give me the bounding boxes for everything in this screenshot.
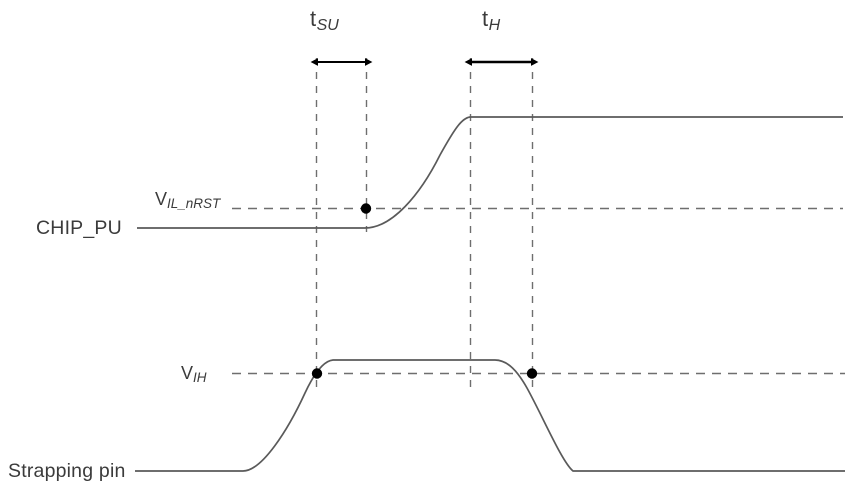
timing-label-tsu-subscript: SU (316, 17, 339, 34)
timing-label-th-subscript: H (488, 17, 501, 34)
signal-label-strapping-pin: Strapping pin (8, 460, 126, 482)
threshold-label-vil-subscript: IL_nRST (167, 196, 221, 211)
vertical-guides (315, 58, 534, 388)
marker-strapping-fall-vih-crossing (526, 368, 538, 379)
timing-label-th-base: t (482, 6, 489, 31)
waveform-strapping-pin (135, 359, 845, 472)
marker-strapping-rise-vih-crossing (311, 368, 323, 379)
threshold-label-vil-nrst: VIL_nRST (155, 189, 221, 211)
threshold-label-vih-subscript: IH (193, 370, 207, 385)
threshold-lines (232, 207, 845, 375)
threshold-label-vih-base: V (181, 363, 194, 383)
signal-label-chip-pu: CHIP_PU (36, 217, 122, 239)
timing-label-tsu-base: t (310, 6, 317, 31)
crossing-markers (311, 203, 538, 379)
waveform-chip-pu (137, 116, 843, 229)
marker-chip-pu-vil-crossing (360, 203, 372, 214)
threshold-label-vih: VIH (181, 363, 207, 385)
threshold-label-vil-base: V (155, 189, 168, 209)
timing-label-th: tH (482, 6, 500, 34)
timing-label-tsu: tSU (310, 6, 339, 34)
